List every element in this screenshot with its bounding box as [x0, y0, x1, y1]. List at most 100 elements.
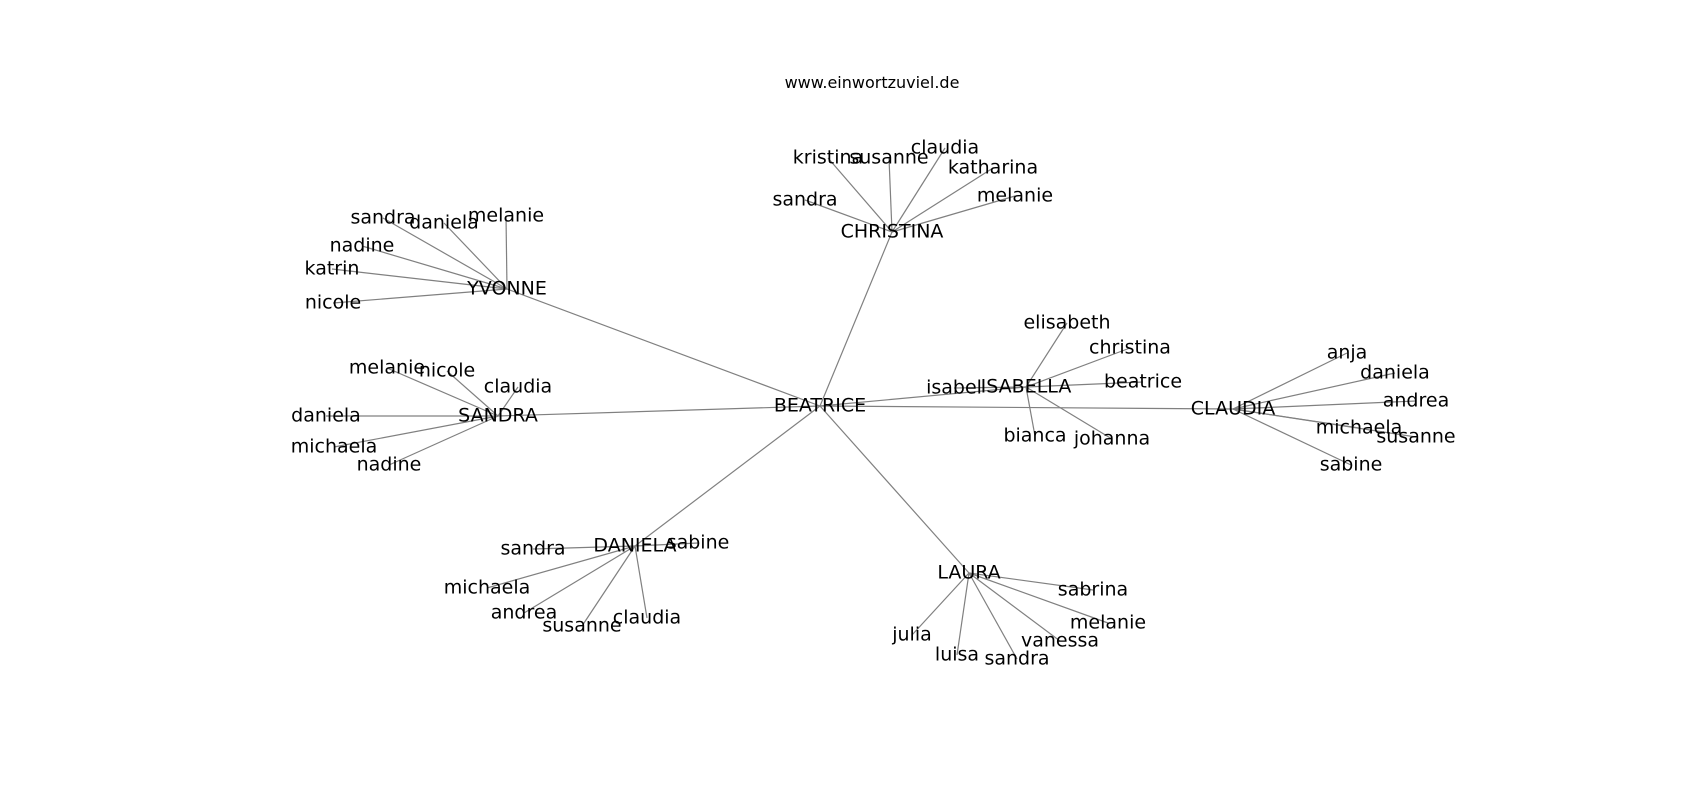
node-center: BEATRICE — [774, 395, 866, 417]
edge-christina-claudia — [891, 147, 946, 233]
node-daniela-claudia: claudia — [613, 607, 681, 629]
node-daniela-susanne: susanne — [542, 615, 621, 637]
node-laura-sandra: sandra — [984, 648, 1049, 670]
node-claudia-sabine: sabine — [1320, 454, 1383, 476]
edge-claudia-sabine — [1232, 408, 1352, 466]
node-christina-sandra: sandra — [772, 189, 837, 211]
edge-isabella-christina — [1025, 347, 1131, 388]
node-hub-christina: CHRISTINA — [841, 221, 944, 243]
node-claudia-susanne: susanne — [1376, 426, 1455, 448]
edge-claudia-andrea — [1232, 400, 1417, 410]
edge-laura-vanessa — [968, 572, 1061, 642]
edge-daniela-susanne — [581, 545, 636, 627]
edge-daniela-sandra — [532, 545, 636, 550]
edge-isabella-johanna — [1025, 386, 1113, 440]
node-laura-luisa: luisa — [935, 644, 979, 666]
node-christina-susanne: susanne — [849, 147, 928, 169]
edge-yvonne-daniela — [443, 222, 508, 290]
edge-christina-kristina — [827, 157, 893, 233]
edge-christina-susanne — [888, 157, 893, 233]
node-hub-laura: LAURA — [937, 562, 1000, 584]
node-isabella-johanna: johanna — [1073, 428, 1150, 450]
node-isabella-beatrice: beatrice — [1104, 371, 1182, 393]
edge-center-laura — [819, 405, 970, 574]
edge-center-claudia — [819, 405, 1234, 410]
edge-christina-katharina — [891, 167, 994, 233]
node-sandra-melanie: melanie — [349, 357, 425, 379]
edge-sandra-claudia — [497, 386, 519, 417]
node-hub-daniela: DANIELA — [593, 535, 676, 557]
node-hub-yvonne: YVONNE — [466, 278, 547, 300]
node-claudia-anja: anja — [1327, 342, 1368, 364]
node-isabella-isabel: isabel — [926, 377, 982, 399]
graph-edges — [326, 147, 1417, 660]
node-isabella-bianca: bianca — [1003, 425, 1066, 447]
edge-center-isabella — [819, 386, 1027, 407]
node-isabella-christina: christina — [1089, 337, 1171, 359]
edge-sandra-melanie — [386, 367, 499, 417]
edge-laura-melanie — [968, 572, 1109, 624]
node-sandra-daniela: daniela — [291, 405, 361, 427]
edge-claudia-susanne — [1232, 408, 1417, 438]
edge-yvonne-nadine — [361, 245, 508, 290]
edge-christina-sandra — [804, 199, 893, 233]
node-hub-isabella: ISABELLA — [981, 376, 1072, 398]
edge-isabella-beatrice — [1025, 381, 1144, 388]
edge-laura-luisa — [956, 572, 970, 656]
node-hub-sandra: SANDRA — [458, 405, 538, 427]
edge-isabella-bianca — [1025, 386, 1036, 437]
edge-laura-sandra — [968, 572, 1018, 660]
edge-center-daniela — [634, 405, 821, 547]
node-christina-claudia: claudia — [911, 137, 979, 159]
node-daniela-sabine: sabine — [667, 532, 730, 554]
node-claudia-michaela: michaela — [1316, 417, 1403, 439]
edge-claudia-daniela — [1232, 372, 1396, 410]
node-hub-claudia: CLAUDIA — [1191, 398, 1275, 420]
edge-center-christina — [819, 231, 893, 407]
node-christina-melanie: melanie — [977, 185, 1053, 207]
node-christina-kristina: kristina — [793, 147, 863, 169]
node-yvonne-sandra: sandra — [350, 207, 415, 229]
node-yvonne-nicole: nicole — [305, 292, 361, 314]
edge-yvonne-sandra — [382, 217, 508, 290]
edge-daniela-sabine — [634, 542, 699, 547]
node-daniela-michaela: michaela — [444, 577, 531, 599]
edge-laura-sabrina — [968, 572, 1094, 591]
node-daniela-andrea: andrea — [491, 602, 557, 624]
node-daniela-sandra: sandra — [500, 538, 565, 560]
edge-daniela-michaela — [486, 545, 636, 589]
edge-yvonne-melanie — [505, 215, 508, 290]
node-laura-vanessa: vanessa — [1021, 630, 1099, 652]
edge-daniela-claudia — [634, 545, 648, 619]
node-yvonne-daniela: daniela — [409, 212, 479, 234]
node-yvonne-katrin: katrin — [305, 258, 360, 280]
node-yvonne-nadine: nadine — [330, 235, 395, 257]
edge-center-sandra — [497, 405, 821, 417]
node-sandra-nicole: nicole — [419, 360, 475, 382]
edge-claudia-anja — [1232, 352, 1348, 410]
edge-yvonne-katrin — [331, 268, 508, 290]
node-yvonne-melanie: melanie — [468, 205, 544, 227]
edge-sandra-nicole — [446, 370, 499, 417]
node-sandra-nadine: nadine — [357, 454, 422, 476]
node-laura-sabrina: sabrina — [1058, 579, 1128, 601]
edge-isabella-isabel — [953, 386, 1027, 389]
node-christina-katharina: katharina — [948, 157, 1038, 179]
edge-sandra-nadine — [388, 415, 499, 466]
edge-laura-julia — [911, 572, 970, 636]
edge-isabella-elisabeth — [1025, 322, 1068, 388]
edge-daniela-andrea — [523, 545, 636, 614]
node-laura-julia: julia — [891, 624, 932, 646]
node-claudia-daniela: daniela — [1360, 362, 1430, 384]
source-label: www.einwortzuviel.de — [785, 73, 960, 92]
edge-yvonne-nicole — [332, 288, 508, 304]
node-claudia-andrea: andrea — [1383, 390, 1449, 412]
edge-center-yvonne — [506, 288, 821, 407]
node-sandra-michaela: michaela — [291, 436, 378, 458]
node-isabella-elisabeth: elisabeth — [1023, 312, 1110, 334]
node-laura-melanie: melanie — [1070, 612, 1146, 634]
edge-sandra-michaela — [333, 415, 499, 448]
edge-christina-melanie — [891, 195, 1016, 233]
